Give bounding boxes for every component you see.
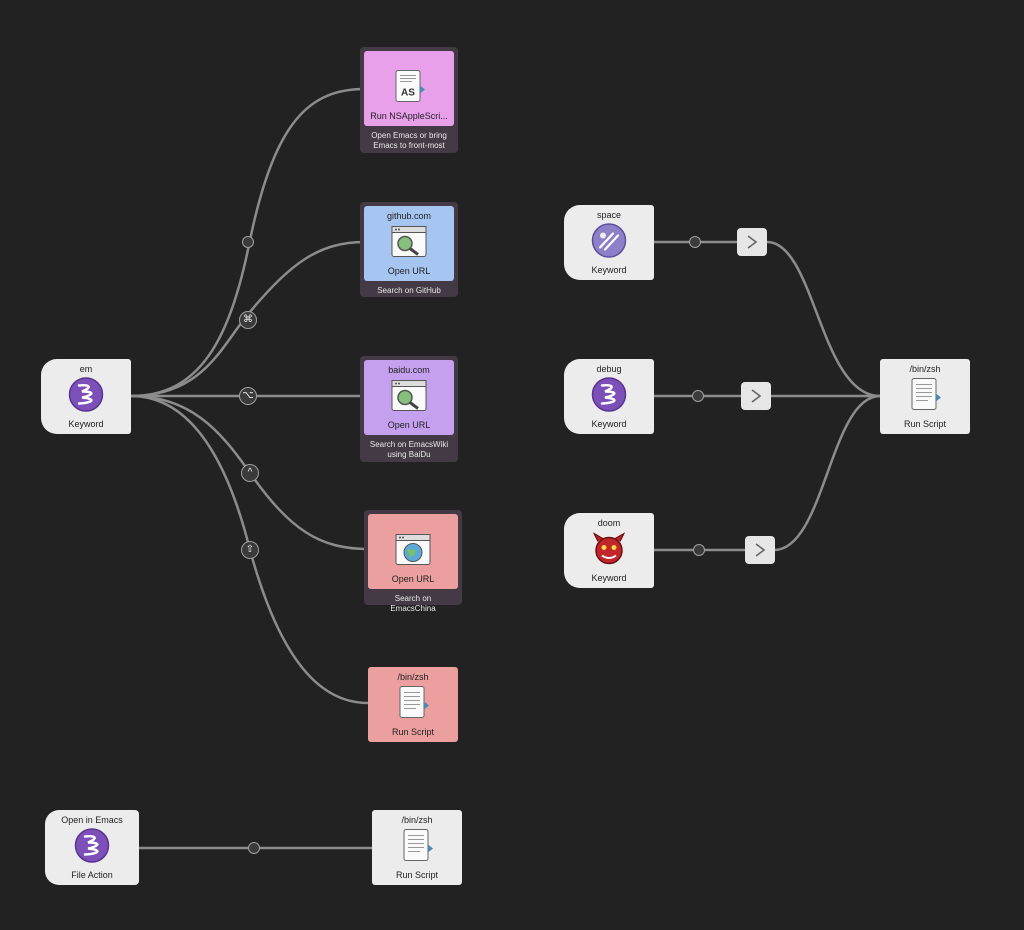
node-type: Keyword (591, 419, 627, 429)
doom-emacs-icon (590, 529, 628, 572)
action-run-script-left[interactable]: /bin/zsh Run Script (368, 667, 458, 742)
file-action-trigger-open-in-emacs[interactable]: Open in Emacs File Action (45, 810, 139, 885)
script-icon (906, 375, 944, 418)
arg-utility-chevron[interactable] (741, 382, 771, 410)
node-title: space (596, 210, 622, 220)
node-note: Open Emacs or bring Emacs to front-most (371, 131, 447, 150)
control-modifier-badge[interactable]: ^ (241, 464, 259, 482)
globe-browser-icon (394, 530, 432, 573)
node-title: github.com (386, 211, 432, 221)
node-title: /bin/zsh (909, 364, 941, 374)
action-open-url-github[interactable]: github.com Open URL Search on GitHub (360, 202, 458, 297)
node-type: Open URL (391, 574, 435, 584)
web-search-icon (390, 222, 428, 265)
action-applescript[interactable]: AS Run NSAppleScri... Open Emacs or brin… (360, 47, 458, 153)
node-note: Search on GitHub (377, 286, 441, 295)
node-title: debug (596, 364, 622, 374)
svg-text:AS: AS (401, 87, 415, 98)
open-url-emacschina-node[interactable]: Open URL (368, 514, 458, 589)
keyword-trigger-space[interactable]: space Keyword (564, 205, 654, 280)
arg-utility-chevron[interactable] (737, 228, 767, 256)
applescript-icon: AS (390, 67, 428, 110)
connection-dot[interactable] (693, 544, 705, 556)
open-url-github-node[interactable]: github.com Open URL (364, 206, 454, 281)
open-url-baidu-node[interactable]: baidu.com Open URL (364, 360, 454, 435)
node-type: Open URL (387, 420, 431, 430)
keyword-trigger-debug[interactable]: debug Keyword (564, 359, 654, 434)
node-type: Run Script (903, 419, 947, 429)
chevron-right-icon (747, 235, 758, 249)
connection-dot[interactable] (692, 390, 704, 402)
node-type: Keyword (591, 573, 627, 583)
node-type: Run Script (395, 870, 439, 880)
node-title: /bin/zsh (401, 815, 433, 825)
connection-dot[interactable] (689, 236, 701, 248)
node-type: Keyword (68, 419, 104, 429)
action-run-script-bottom[interactable]: /bin/zsh Run Script (372, 810, 462, 885)
node-note: Search on EmacsChina (390, 594, 436, 613)
node-title: baidu.com (388, 365, 430, 375)
node-type: Open URL (387, 266, 431, 276)
emacs-icon (74, 827, 110, 868)
node-type: Run NSAppleScri... (370, 111, 448, 121)
node-title: doom (597, 518, 621, 528)
emacs-icon (591, 376, 627, 417)
spacemacs-icon (591, 222, 627, 263)
chevron-right-icon (751, 389, 762, 403)
node-title: Open in Emacs (61, 815, 123, 825)
node-title: /bin/zsh (397, 672, 429, 682)
applescript-node[interactable]: AS Run NSAppleScri... (364, 51, 454, 126)
action-open-url-emacschina[interactable]: Open URL Search on EmacsChina (364, 510, 462, 613)
connection-dot[interactable] (248, 842, 260, 854)
action-open-url-baidu[interactable]: baidu.com Open URL Search on EmacsWiki u… (360, 356, 458, 462)
keyword-trigger-em[interactable]: em Keyword (41, 359, 131, 434)
command-modifier-badge[interactable]: ⌘ (239, 311, 257, 329)
node-type: Run Script (391, 727, 435, 737)
connection-dot[interactable] (242, 236, 254, 248)
node-type: File Action (71, 870, 113, 880)
arg-utility-chevron[interactable] (745, 536, 775, 564)
option-modifier-badge[interactable]: ⌥ (239, 387, 257, 405)
shift-modifier-badge[interactable]: ⇧ (241, 541, 259, 559)
node-title: em (79, 364, 93, 374)
node-type: Keyword (591, 265, 627, 275)
action-run-script-right[interactable]: /bin/zsh Run Script (880, 359, 970, 434)
keyword-trigger-doom[interactable]: doom Keyword (564, 513, 654, 588)
script-icon (398, 826, 436, 869)
web-search-icon (390, 376, 428, 419)
chevron-right-icon (755, 543, 766, 557)
script-icon (394, 683, 432, 726)
emacs-icon (68, 376, 104, 417)
node-note: Search on EmacsWiki using BaiDu (369, 440, 449, 459)
